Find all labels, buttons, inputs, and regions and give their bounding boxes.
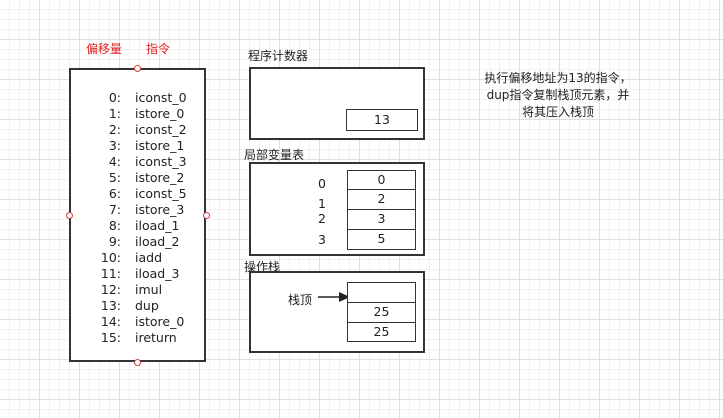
stack-slot: 25	[347, 322, 416, 342]
instruction-row: 13: dup	[71, 298, 208, 314]
instruction-opcode: istore_0	[135, 314, 185, 329]
stack-slot	[347, 282, 416, 303]
locals-index: 1	[318, 196, 326, 211]
instruction-opcode: ireturn	[135, 330, 177, 345]
instruction-offset: 8:	[108, 218, 121, 233]
note-line: dup指令复制栈顶元素，并	[486, 88, 630, 102]
instruction-row: 7: istore_3	[71, 202, 208, 218]
locals-index: 2	[318, 211, 326, 226]
instruction-row: 12: imul	[71, 282, 208, 298]
note-line: 执行偏移地址为13的指令，	[484, 71, 632, 85]
instruction-offset: 12:	[100, 282, 121, 297]
instruction-offset: 4:	[108, 154, 121, 169]
instruction-opcode: iload_2	[135, 234, 180, 249]
instruction-opcode: iload_3	[135, 266, 180, 281]
top-handle[interactable]	[134, 65, 141, 72]
instruction-opcode: dup	[135, 298, 159, 313]
instruction-offset: 0:	[108, 90, 121, 105]
locals-index: 3	[318, 232, 326, 247]
instruction-opcode: istore_3	[135, 202, 185, 217]
instruction-opcode: iadd	[135, 250, 163, 265]
locals-slot: 0	[347, 170, 416, 190]
locals-slot: 3	[347, 209, 416, 230]
instruction-list: 0: iconst_0 1: istore_0 2: iconst_2 3: istor…	[69, 68, 206, 362]
instruction-row: 10: iadd	[71, 250, 208, 266]
locals-slot: 5	[347, 229, 416, 250]
instruction-row: 6: iconst_5	[71, 186, 208, 202]
instruction-row: 11: iload_3	[71, 266, 208, 282]
instruction-offset: 11:	[100, 266, 121, 281]
instruction-opcode: iconst_0	[135, 90, 187, 105]
instruction-offset: 7:	[108, 202, 121, 217]
instruction-row: 14: istore_0	[71, 314, 208, 330]
pc-box	[249, 67, 425, 140]
instruction-header: 指令	[146, 42, 171, 56]
instruction-offset: 9:	[108, 234, 121, 249]
locals-slot: 2	[347, 189, 416, 210]
instruction-opcode: imul	[135, 282, 163, 297]
instruction-offset: 1:	[108, 106, 121, 121]
right-handle[interactable]	[203, 212, 210, 219]
instruction-offset: 13:	[100, 298, 121, 313]
instruction-row: 2: iconst_2	[71, 122, 208, 138]
pc-value: 13	[346, 109, 418, 131]
stack-slot: 25	[347, 302, 416, 323]
instruction-opcode: iconst_5	[135, 186, 187, 201]
stack-top-label: 栈顶	[288, 293, 313, 307]
instruction-row: 8: iload_1	[71, 218, 208, 234]
instruction-offset: 5:	[108, 170, 121, 185]
instruction-row: 4: iconst_3	[71, 154, 208, 170]
offset-header: 偏移量	[86, 42, 123, 56]
instruction-row: 15: ireturn	[71, 330, 208, 346]
instruction-offset: 3:	[108, 138, 121, 153]
stack-label: 操作栈	[244, 260, 281, 274]
instruction-opcode: iconst_2	[135, 122, 187, 137]
instruction-opcode: istore_0	[135, 106, 185, 121]
instruction-row: 5: istore_2	[71, 170, 208, 186]
instruction-row: 1: istore_0	[71, 106, 208, 122]
instruction-offset: 6:	[108, 186, 121, 201]
instruction-row: 9: iload_2	[71, 234, 208, 250]
note-line: 将其压入栈顶	[521, 105, 594, 119]
stack-top-arrow-icon	[318, 292, 350, 302]
bottom-handle[interactable]	[134, 359, 141, 366]
instruction-opcode: iconst_3	[135, 154, 187, 169]
instruction-opcode: istore_1	[135, 138, 185, 153]
locals-index: 0	[318, 176, 326, 191]
instruction-opcode: istore_2	[135, 170, 185, 185]
instruction-row: 3: istore_1	[71, 138, 208, 154]
locals-label: 局部变量表	[244, 148, 305, 162]
explanation-note: 执行偏移地址为13的指令， dup指令复制栈顶元素，并 将其压入栈顶	[470, 70, 646, 121]
instruction-opcode: iload_1	[135, 218, 180, 233]
pc-label: 程序计数器	[248, 49, 309, 63]
instruction-offset: 10:	[100, 250, 121, 265]
instruction-offset: 2:	[108, 122, 121, 137]
instruction-row: 0: iconst_0	[71, 90, 208, 106]
instruction-offset: 14:	[100, 314, 121, 329]
instruction-offset: 15:	[100, 330, 121, 345]
left-handle[interactable]	[66, 212, 73, 219]
